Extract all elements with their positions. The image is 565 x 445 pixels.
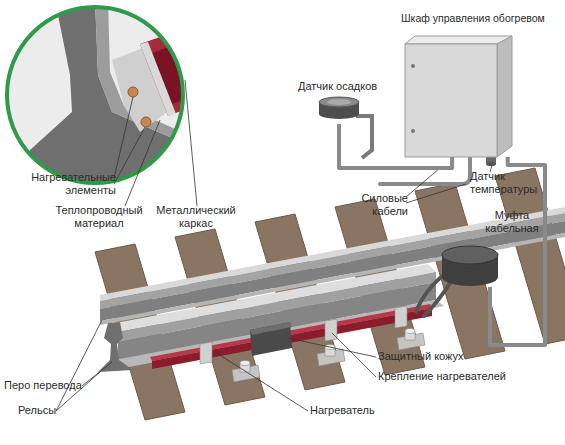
precipitation-sensor: Датчик осадков — [298, 80, 376, 124]
cabinet-top — [405, 36, 512, 44]
cabinet-side — [497, 36, 512, 157]
sensor-bracket — [356, 116, 372, 158]
node-label: Муфта кабельная — [482, 209, 542, 235]
rail-fasteners — [240, 361, 250, 366]
part-label: Теплопроводный материал — [50, 204, 148, 230]
heater-clips — [395, 306, 407, 328]
part-label: Крепление нагревателей — [378, 370, 506, 383]
sensor-top — [319, 97, 359, 107]
control-cabinet: Шкаф управления обогревом — [405, 36, 512, 157]
leader-lines — [406, 184, 466, 203]
protective-cover — [250, 322, 292, 356]
cable-coupling: Муфта кабельная — [440, 205, 540, 287]
leader-lines — [56, 372, 100, 411]
coupling-body — [442, 268, 498, 286]
sensor-body — [319, 109, 359, 119]
sensor-window — [327, 99, 351, 105]
rail-fasteners — [405, 329, 415, 334]
leader-lines — [406, 168, 440, 197]
part-label: Защитный кожух — [378, 350, 464, 363]
leader-lines — [125, 120, 160, 206]
protective-cover — [250, 322, 292, 335]
heater-cables — [424, 280, 452, 316]
cabinet-door — [405, 44, 497, 157]
part-label: Датчик температуры — [470, 170, 542, 196]
part-label: Силовые кабели — [348, 192, 408, 218]
heater-clips — [325, 319, 337, 341]
cabinet-hinge — [411, 129, 415, 133]
inset-circle — [141, 117, 151, 127]
leader-lines — [288, 338, 376, 357]
leader-lines — [215, 352, 308, 411]
sleepers — [95, 168, 565, 420]
temperature-sensor — [486, 162, 496, 166]
part-label: Рельсы — [18, 404, 56, 417]
node-label: Датчик осадков — [298, 80, 377, 93]
leader-lines — [56, 320, 102, 411]
leader-lines — [114, 127, 145, 184]
inset-circle — [7, 7, 183, 183]
part-label: Нагреватель — [310, 404, 375, 417]
sensor-bracket — [356, 116, 372, 158]
node-label: Шкаф управления обогревом — [401, 12, 545, 25]
cabinet-hinge — [411, 64, 415, 68]
power-cables — [380, 157, 470, 184]
coupling-top — [442, 246, 498, 264]
heater-clips — [200, 306, 407, 364]
part-label: Металлический каркас — [150, 204, 242, 230]
control-cabinet-shape — [405, 36, 512, 157]
power-cables — [380, 157, 470, 184]
leader-lines — [332, 333, 376, 377]
switch-blade — [98, 322, 133, 372]
protective-cover — [250, 322, 292, 356]
part-label: Нагревательные элементы — [28, 171, 116, 197]
cable-connector — [490, 157, 545, 345]
leader-lines — [82, 362, 112, 386]
cable-connector — [339, 124, 452, 168]
inset-circle — [128, 87, 138, 97]
inset-circle — [7, 0, 220, 200]
leader-lines — [185, 80, 197, 206]
part-label: Перо перевода — [4, 379, 82, 392]
heater-clips — [200, 342, 212, 364]
